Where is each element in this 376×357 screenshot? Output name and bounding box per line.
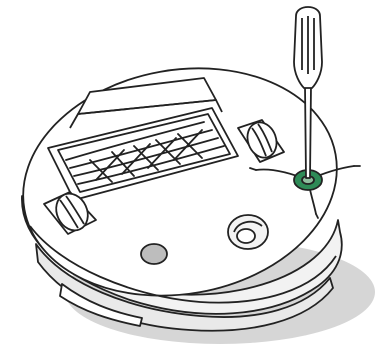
caster-wheel xyxy=(228,215,268,249)
charging-contact xyxy=(141,244,167,264)
screwdriver-shaft xyxy=(305,86,311,178)
